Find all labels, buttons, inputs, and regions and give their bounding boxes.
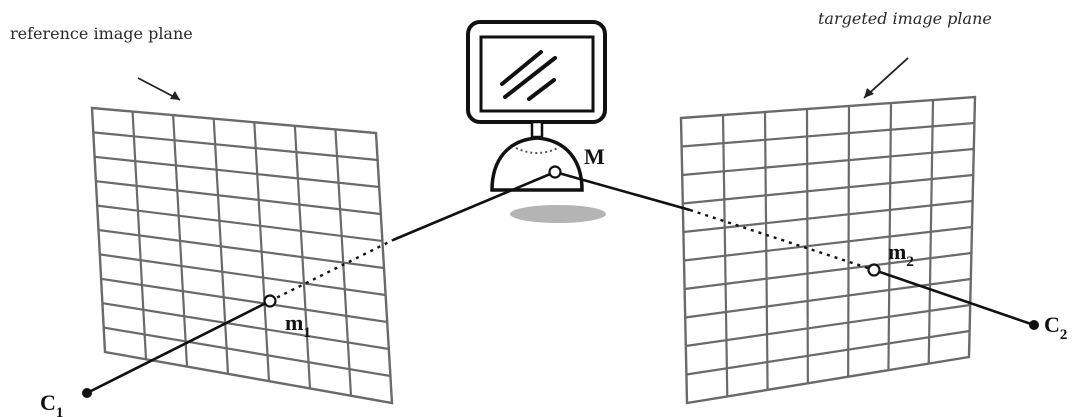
point-m2-label-main: m <box>888 239 906 264</box>
monitor-on-dome-icon <box>466 20 607 192</box>
targeted-grid-horizontal-line <box>685 277 971 319</box>
point-m2-label: m2 <box>888 239 914 270</box>
camera-C1-label-main: C <box>40 390 56 415</box>
reference-image-plane <box>90 106 394 405</box>
camera-C1-label: C1 <box>40 390 63 417</box>
targeted-image-plane <box>679 95 977 405</box>
targeted-grid-horizontal-line <box>682 173 974 205</box>
ray-plane1-to-M <box>392 170 556 242</box>
reference-grid-horizontal-line <box>94 155 380 189</box>
targeted-grid-horizontal-line <box>681 121 975 148</box>
camera-C2-label-main: C <box>1044 312 1060 337</box>
ray-hidden-segment-2 <box>689 208 875 272</box>
ray-hidden-segment-1 <box>269 238 394 303</box>
targeted-plane-caption: targeted image plane <box>818 9 992 28</box>
point-m1-label: m1 <box>285 310 311 341</box>
reference-grid-horizontal-line <box>93 131 378 162</box>
targeted-grid-horizontal-line <box>683 199 973 234</box>
targeted-arrow-head <box>864 88 874 98</box>
point-m1-label-main: m <box>285 310 303 335</box>
reference-grid-horizontal-line <box>102 302 389 351</box>
camera-C2-marker <box>1029 320 1039 330</box>
camera-C1-marker <box>82 388 92 398</box>
targeted-grid-horizontal-line <box>686 329 970 376</box>
targeted-grid-horizontal-line <box>683 225 973 262</box>
reference-plane-caption: reference image plane <box>10 24 193 43</box>
ray-c1-to-plane <box>86 299 271 395</box>
point-m2-label-sub: 2 <box>906 254 914 270</box>
point-m1-marker <box>263 294 277 308</box>
point-m2-marker <box>867 263 881 277</box>
reference-grid-horizontal-line <box>99 253 386 297</box>
reference-grid-frame <box>90 106 394 405</box>
camera-C2-label: C2 <box>1044 312 1067 343</box>
reference-grid-horizontal-line <box>103 326 391 378</box>
reference-arrow-head <box>170 91 180 100</box>
targeted-grid-horizontal-line <box>684 251 972 291</box>
reference-grid-horizontal-line <box>98 228 385 270</box>
object-shadow <box>510 205 606 223</box>
targeted-grid-horizontal-line <box>682 147 974 177</box>
point-M-label: M <box>584 144 605 169</box>
reference-grid-horizontal-line <box>100 277 388 324</box>
targeted-plane-arrow <box>863 57 909 99</box>
camera-C2-label-sub: 2 <box>1060 327 1068 343</box>
reference-grid-horizontal-line <box>95 180 381 216</box>
reference-grid-horizontal-line <box>97 204 383 243</box>
ray-plane2-to-c2 <box>873 268 1035 327</box>
point-M-marker <box>548 165 562 179</box>
targeted-grid-frame <box>679 95 977 405</box>
targeted-grid-horizontal-line <box>685 303 971 348</box>
point-m1-label-sub: 1 <box>303 325 311 341</box>
ray-M-to-plane2 <box>554 170 691 212</box>
camera-C1-label-sub: 1 <box>56 405 64 417</box>
